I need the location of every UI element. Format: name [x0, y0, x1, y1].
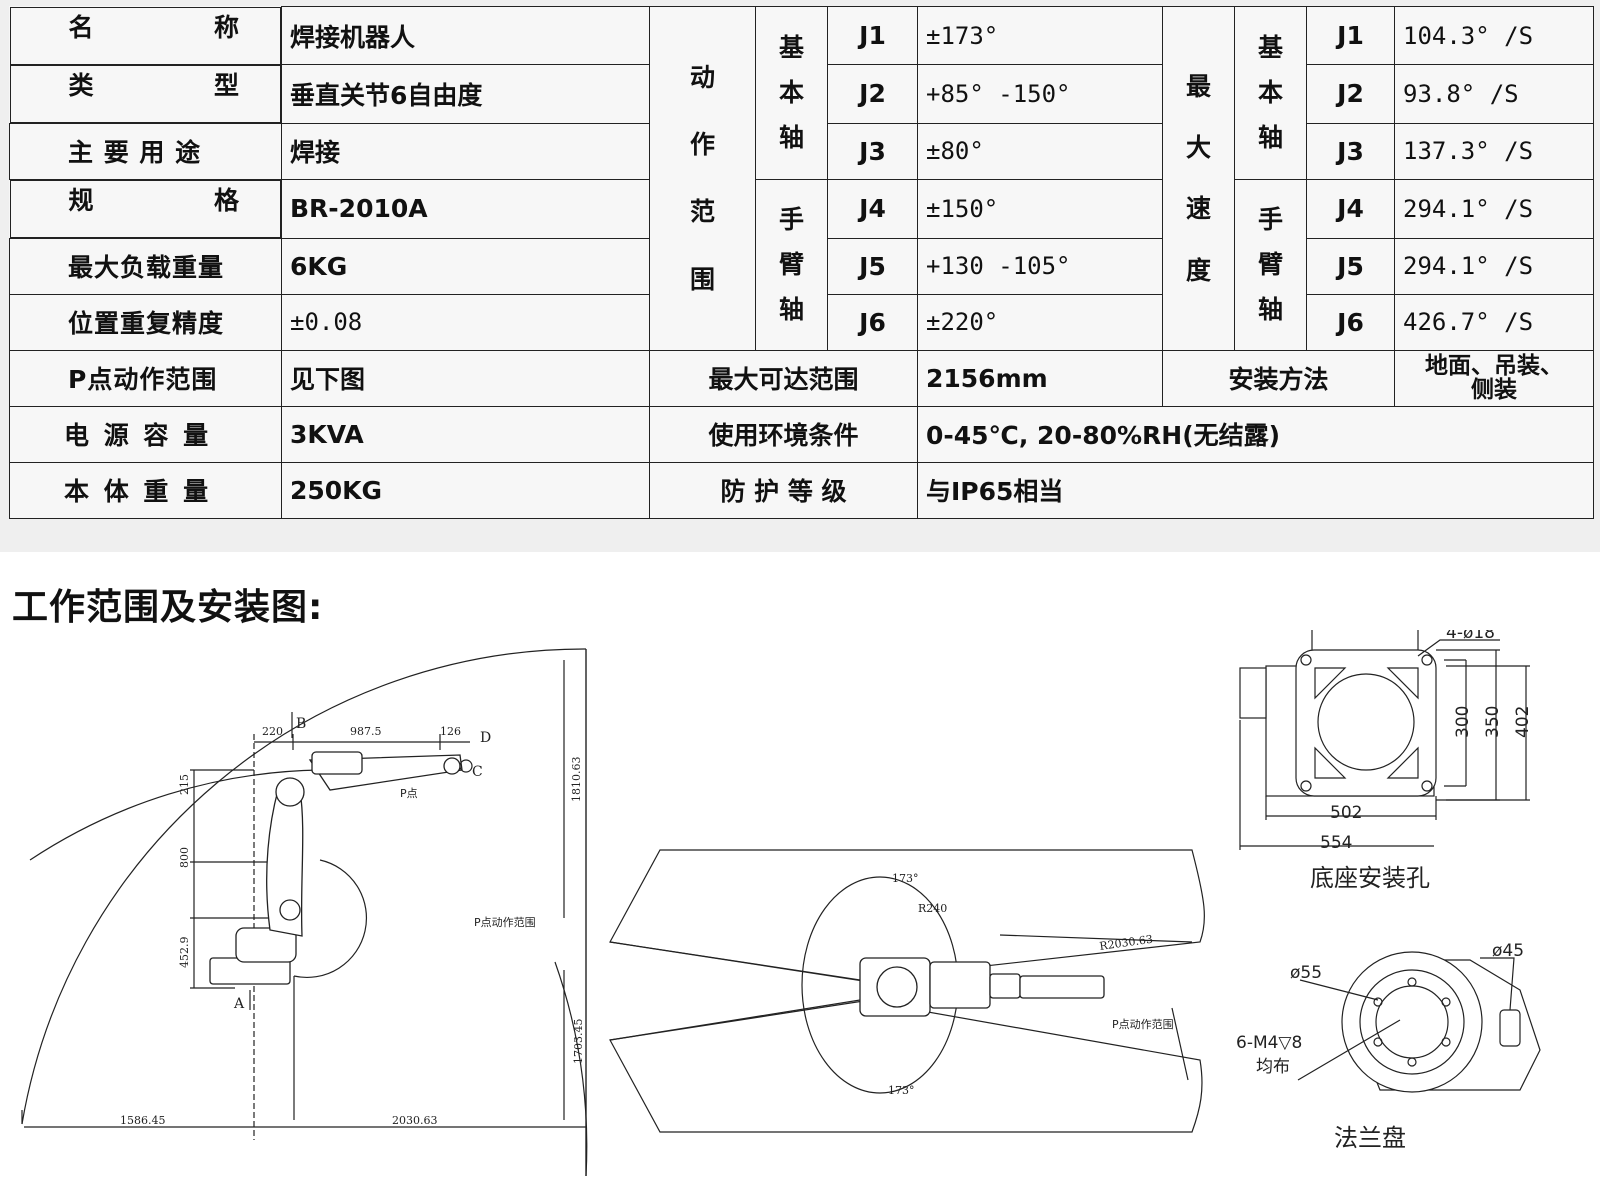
- power-value: 3KVA: [281, 405, 650, 463]
- flange-d55: ø55: [1290, 963, 1322, 983]
- repeat-label: 位置重复精度: [9, 293, 282, 351]
- mount-value: 地面、吊装、侧装: [1394, 349, 1594, 407]
- speed-axis-j3: J3: [1306, 122, 1395, 180]
- drawing-labels: 220 987.5 126 215 800 452.9 1810.63 1703…: [120, 630, 1533, 1152]
- speed-axis-j4: J4: [1306, 178, 1395, 239]
- dim-126: 126: [440, 725, 461, 738]
- flange-thread: 6-M4▽8: [1236, 1033, 1302, 1053]
- speed-value-j6: 426.7° /S: [1394, 293, 1594, 351]
- speed-wrist-axis-label: 手臂轴: [1234, 178, 1307, 351]
- motion-axis-j1: J1: [827, 6, 918, 65]
- motion-value-j1: ±173°: [917, 6, 1163, 65]
- payload-label: 最大负载重量: [9, 237, 282, 295]
- dim-1810-63: 1810.63: [570, 757, 583, 803]
- bottom-angle-label: 173°: [888, 1084, 915, 1097]
- speed-axis-j6: J6: [1306, 293, 1395, 351]
- dim-987-5: 987.5: [350, 725, 382, 738]
- section-title: 工作范围及安装图:: [12, 587, 324, 628]
- dim-1586-45: 1586.45: [120, 1114, 166, 1127]
- weight-value: 250KG: [281, 461, 650, 519]
- motion-value-j6: ±220°: [917, 293, 1163, 351]
- max-speed-label: 最大速度: [1162, 6, 1235, 351]
- point-b: B: [296, 716, 306, 732]
- speed-axis-j5: J5: [1306, 237, 1395, 295]
- speed-value-j2: 93.8° /S: [1394, 64, 1594, 124]
- p-point-label: P点: [400, 787, 418, 800]
- speed-axis-j1: J1: [1306, 6, 1395, 65]
- flange-d45: ø45: [1492, 941, 1524, 961]
- repeat-value: ±0.08: [281, 293, 650, 351]
- point-a: A: [233, 996, 245, 1012]
- base-dim-402: 402: [1513, 706, 1533, 738]
- mount-label: 安装方法: [1162, 349, 1395, 407]
- prange-value: 见下图: [281, 349, 650, 407]
- name-label: 名称: [9, 6, 281, 65]
- reach-value: 2156mm: [917, 349, 1163, 407]
- point-d: D: [480, 730, 491, 746]
- speed-value-j1: 104.3° /S: [1394, 6, 1594, 65]
- type-label: 类型: [9, 64, 281, 123]
- speed-base-axis-label: 基本轴: [1234, 6, 1307, 180]
- motion-axis-j4: J4: [827, 178, 918, 239]
- use-label: 主 要 用 途: [9, 122, 282, 180]
- dim-220: 220: [262, 725, 283, 738]
- side-view: [21, 648, 588, 1177]
- speed-value-j3: 137.3° /S: [1394, 122, 1594, 180]
- motion-value-j2: +85° -150°: [917, 64, 1163, 124]
- base-view: [1239, 630, 1530, 850]
- base-dim-350: 350: [1483, 706, 1503, 738]
- env-label: 使用环境条件: [649, 405, 918, 463]
- top-p-range-label: P点动作范围: [1112, 1017, 1174, 1031]
- type-value: 垂直关节6自由度: [281, 64, 650, 124]
- dim-452-9: 452.9: [178, 937, 191, 969]
- base-caption: 底座安装孔: [1310, 864, 1430, 892]
- motion-wrist-axis-label: 手臂轴: [755, 178, 828, 351]
- base-holes-label: 4-ø18: [1446, 630, 1495, 643]
- motion-value-j4: ±150°: [917, 178, 1163, 239]
- flange-spread: 均布: [1256, 1057, 1290, 1077]
- speed-value-j5: 294.1° /S: [1394, 237, 1594, 295]
- motion-axis-j5: J5: [827, 237, 918, 295]
- flange-view: [1297, 951, 1541, 1093]
- dim-2030-63: 2030.63: [392, 1114, 438, 1127]
- speed-axis-j2: J2: [1306, 64, 1395, 124]
- prange-label: P点动作范围: [9, 349, 282, 407]
- motion-range-label: 动作范围: [649, 6, 756, 351]
- dim-1703-45: 1703.45: [572, 1019, 585, 1065]
- power-label: 电 源 容 量: [9, 405, 282, 463]
- point-c: C: [472, 764, 483, 780]
- motion-value-j5: +130 -105°: [917, 237, 1163, 295]
- spec-table: 名称 焊接机器人 动作范围 基本轴 J1 ±173° 最大速度 基本轴 J1 1…: [9, 6, 1594, 519]
- top-angle-label: 173°: [892, 872, 919, 885]
- base-dim-300-side: 300: [1453, 706, 1473, 738]
- side-p-range-label: P点动作范围: [474, 915, 536, 929]
- spec-value: BR-2010A: [281, 178, 650, 239]
- reach-label: 最大可达范围: [649, 349, 918, 407]
- motion-axis-j6: J6: [827, 293, 918, 351]
- spec-label: 规格: [9, 179, 281, 238]
- dim-215: 215: [178, 774, 191, 795]
- weight-label: 本 体 重 量: [9, 461, 282, 519]
- name-value: 焊接机器人: [281, 6, 650, 65]
- env-value: 0-45℃, 20-80%RH(无结露): [917, 405, 1594, 463]
- base-dim-502: 502: [1330, 803, 1362, 823]
- installation-drawings: 220 987.5 126 215 800 452.9 1810.63 1703…: [21, 630, 1541, 1177]
- motion-value-j3: ±80°: [917, 122, 1163, 180]
- speed-value-j4: 294.1° /S: [1394, 178, 1594, 239]
- payload-value: 6KG: [281, 237, 650, 295]
- base-dim-554: 554: [1320, 833, 1352, 853]
- motion-axis-j2: J2: [827, 64, 918, 124]
- motion-axis-j3: J3: [827, 122, 918, 180]
- flange-caption: 法兰盘: [1334, 1124, 1406, 1152]
- use-value: 焊接: [281, 122, 650, 180]
- protect-label: 防 护 等 级: [649, 461, 918, 519]
- protect-value: 与IP65相当: [917, 461, 1594, 519]
- dim-800: 800: [178, 847, 191, 868]
- r240-label: R240: [918, 902, 947, 915]
- motion-base-axis-label: 基本轴: [755, 6, 828, 180]
- top-view: [609, 849, 1205, 1133]
